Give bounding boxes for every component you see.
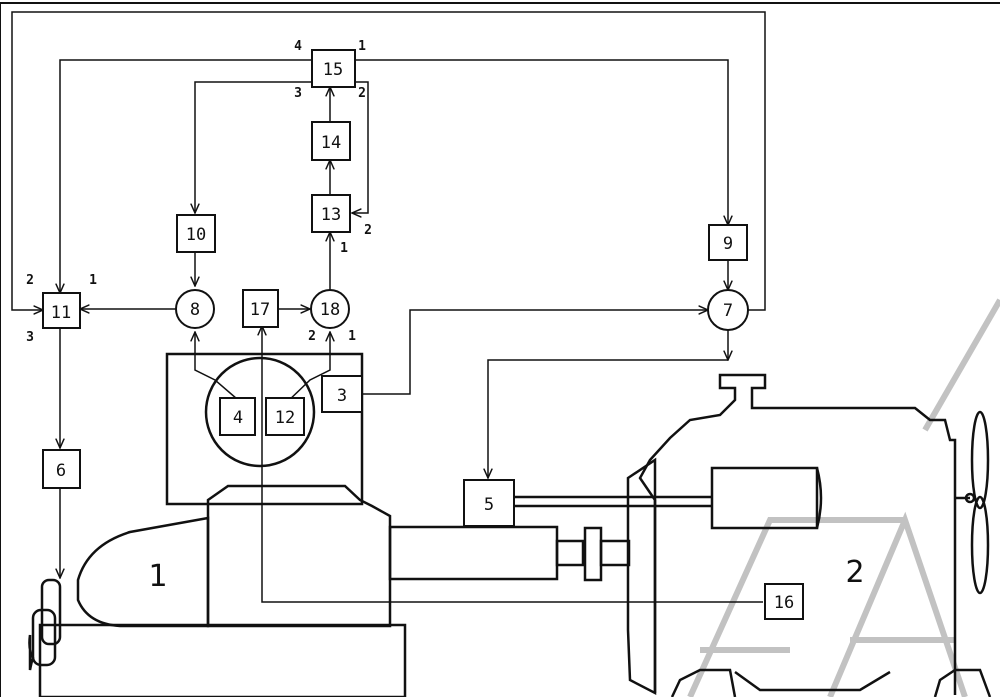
circle-7 — [707, 289, 749, 331]
port-18-2: 2 — [308, 329, 316, 344]
port-15-2: 2 — [358, 86, 366, 101]
block-10 — [176, 214, 216, 253]
block-5 — [463, 479, 515, 527]
label-14: 14 — [321, 133, 341, 153]
block-13 — [311, 194, 351, 233]
label-10: 10 — [186, 225, 206, 245]
block-9 — [708, 224, 748, 261]
label-8: 8 — [190, 300, 200, 320]
block-3 — [321, 375, 363, 413]
label-5: 5 — [484, 495, 494, 515]
block-labels: 15 14 13 10 9 11 17 6 3 4 12 5 16 8 18 7… — [51, 60, 865, 613]
instrument-panel — [165, 352, 364, 506]
machine-2 — [515, 373, 992, 697]
port-15-1: 1 — [358, 39, 366, 54]
port-labels: 4 1 3 2 2 1 2 1 3 2 1 — [26, 39, 372, 345]
port-13-2: 2 — [364, 223, 372, 238]
label-11: 11 — [51, 303, 71, 323]
label-4: 4 — [233, 408, 243, 428]
label-3: 3 — [337, 386, 347, 406]
label-15: 15 — [323, 60, 343, 80]
label-7: 7 — [723, 301, 733, 321]
block-4 — [219, 397, 256, 436]
label-9: 9 — [723, 234, 733, 254]
block-11 — [42, 292, 81, 329]
port-11-3: 3 — [26, 330, 34, 345]
port-11-1: 1 — [89, 273, 97, 288]
label-machine-1: 1 — [148, 559, 167, 594]
machine-1 — [28, 484, 631, 697]
label-machine-2: 2 — [845, 555, 864, 590]
block-6 — [42, 449, 81, 489]
label-6: 6 — [56, 461, 66, 481]
circle-18 — [310, 289, 350, 329]
signal-lines — [11, 11, 766, 603]
blocks — [42, 49, 804, 620]
label-18: 18 — [320, 300, 340, 320]
port-18-1: 1 — [348, 329, 356, 344]
label-12: 12 — [275, 408, 295, 428]
port-11-2: 2 — [26, 273, 34, 288]
port-13-1: 1 — [340, 241, 348, 256]
port-15-4: 4 — [294, 39, 302, 54]
label-13: 13 — [321, 205, 341, 225]
label-16: 16 — [774, 593, 794, 613]
port-15-3: 3 — [294, 86, 302, 101]
block-12 — [265, 397, 305, 436]
block-16 — [764, 583, 804, 620]
block-17 — [242, 289, 279, 328]
block-14 — [311, 121, 351, 161]
watermark-logo — [687, 298, 1000, 697]
label-17: 17 — [250, 300, 270, 320]
block-15 — [311, 49, 356, 88]
circle-8 — [175, 289, 215, 329]
